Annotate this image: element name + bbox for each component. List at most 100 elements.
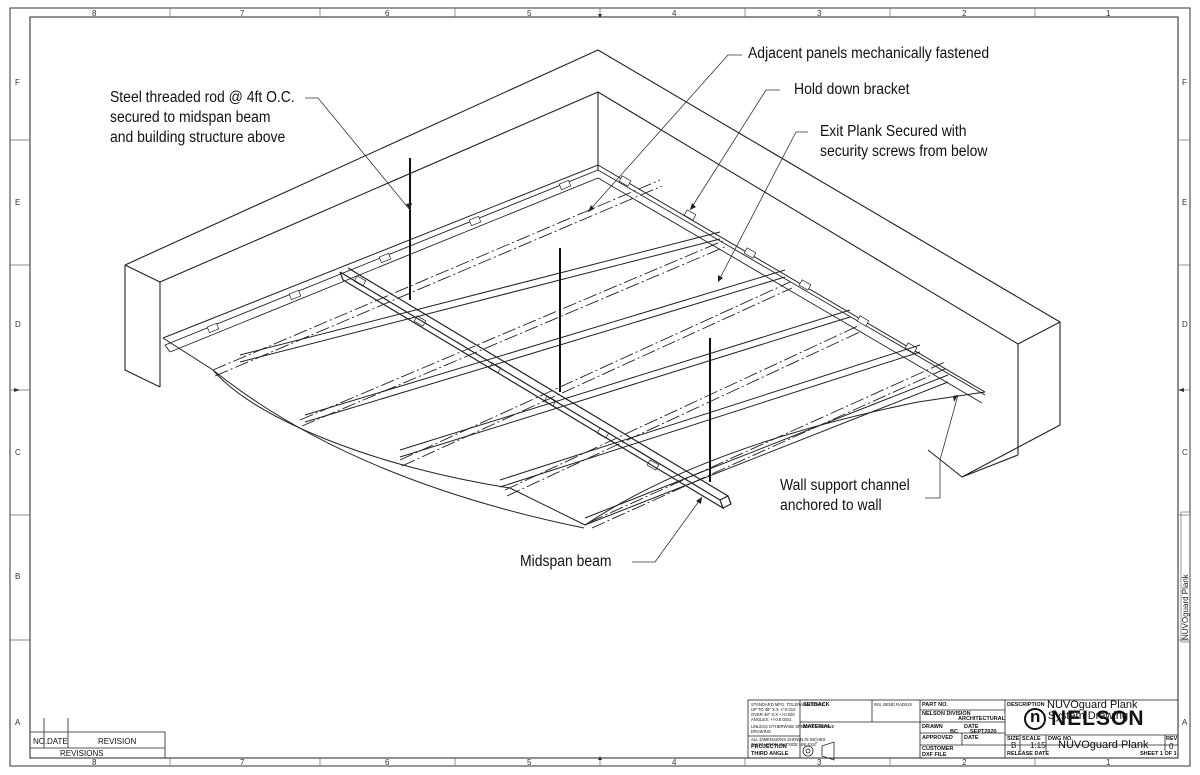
dwg-no-value: NUVOguard Plank: [1058, 739, 1149, 751]
ceiling-plane: [162, 164, 986, 529]
threaded-rods: [409, 158, 711, 482]
zone-bottom-5: 5: [527, 758, 532, 767]
nelson-logo-letter: n: [1030, 707, 1041, 726]
callout-exit-plank: Exit Plank Secured with security screws …: [820, 122, 987, 162]
division-label: NELSON DIVISION: [922, 711, 971, 717]
date-label: DATE: [964, 724, 979, 730]
zone-top-1: 1: [1106, 9, 1111, 18]
callout-line: and building structure above: [110, 129, 286, 146]
description-line: NUVOguard Plank: [1047, 699, 1138, 711]
wall-enclosure: [124, 49, 1061, 478]
note-line: UNLESS OTHERWISE SPECIFIED ON THE: [751, 724, 835, 729]
callout-hold-down-bracket: Hold down bracket: [794, 81, 910, 98]
note-line: OVER 48" X.X +/-0.020: [751, 712, 795, 717]
rev-value: 0: [1169, 742, 1174, 751]
nelson-logo-text: NELSON: [1051, 707, 1145, 730]
callout-threaded-rod: Steel threaded rod @ 4ft O.C. secured to…: [110, 88, 295, 148]
zone-bottom-4: 4: [672, 758, 677, 767]
zone-top-8: 8: [92, 9, 97, 18]
callout-adjacent-panels: Adjacent panels mechanically fastened: [748, 45, 990, 62]
material-value: -: [815, 738, 818, 747]
zone-bottom-6: 6: [385, 758, 390, 767]
zone-left-A: A: [15, 718, 21, 727]
zone-bottom-3: 3: [817, 758, 822, 767]
projection-label: PROJECTION: [751, 744, 787, 750]
zone-left-D: D: [15, 320, 21, 329]
note-line: STANDARD MFG. TOLERANCES ARE:: [751, 702, 826, 707]
description-line: System Drawing: [1048, 710, 1129, 722]
size-value: B: [1011, 741, 1017, 750]
side-label-box: [1180, 511, 1191, 643]
drawn-label: DRAWN: [922, 724, 943, 730]
callout-line: security screws from below: [820, 143, 988, 160]
release-date-label: RELEASE DATE: [1007, 751, 1050, 757]
zone-bottom-8: 8: [92, 758, 97, 767]
material-label: MATERIAL: [803, 724, 832, 730]
zone-top-7: 7: [240, 9, 245, 18]
zone-left-F: F: [15, 78, 20, 87]
callout-line: Exit Plank Secured with: [820, 123, 967, 140]
callout-line: Wall support channel: [780, 477, 910, 494]
unless-note: UNLESS OTHERWISE SPECIFIED ON THE DRAWIN…: [751, 724, 834, 734]
bend-radius-label: INS. BEND RADIUS: [874, 702, 912, 707]
callout-wall-support-channel: Wall support channel anchored to wall: [780, 476, 910, 516]
zone-top-2: 2: [962, 9, 967, 18]
approved-date-label: DATE: [964, 735, 979, 741]
dwg-no-label: DWG NO.: [1048, 736, 1073, 742]
midspan-beam: [339, 267, 732, 510]
scale-value: 1:15: [1030, 741, 1046, 750]
revisions-table: [30, 718, 166, 758]
callout-line: anchored to wall: [780, 497, 882, 514]
zone-top-5: 5: [527, 9, 532, 18]
description-value: NUVOguard Plank System Drawing: [1047, 700, 1138, 722]
zone-left-E: E: [15, 198, 21, 207]
note-line: ANGLES: +/-0.5 DEG.: [751, 717, 793, 722]
note-line: UP TO 48" X.X +/-0.010: [751, 707, 796, 712]
approved-label: APPROVED: [922, 735, 953, 741]
zone-bottom-7: 7: [240, 758, 245, 767]
zone-ticks: [10, 8, 1190, 766]
revisions-header-no: NO.: [33, 737, 48, 746]
zone-bottom-1: 1: [1106, 758, 1111, 767]
callout-line: Steel threaded rod @ 4ft O.C.: [110, 89, 295, 106]
third-angle-label: THIRD ANGLE: [751, 751, 789, 757]
inner-border: [29, 16, 1179, 759]
tolerances-note: STANDARD MFG. TOLERANCES ARE: UP TO 48" …: [751, 702, 825, 722]
dimensions-note: ALL DIMENSIONS SHOWN IN INCHES TAKEN FRO…: [751, 737, 826, 747]
callout-line: secured to midspan beam: [110, 109, 271, 126]
note-line: ALL DIMENSIONS SHOWN IN INCHES: [751, 737, 826, 742]
zone-top-4: 4: [672, 9, 677, 18]
description-label: DESCRIPTION: [1007, 702, 1045, 708]
panel-joints: [212, 179, 948, 529]
leader-arrowheads: [406, 203, 958, 504]
revisions-header-date: DATE: [47, 737, 68, 746]
setback-label: SETBACK: [803, 702, 830, 708]
zone-bottom-2: 2: [962, 758, 967, 767]
note-line: TAKEN FROM OUTSIDE UNLESS: [751, 742, 816, 747]
zone-right-F: F: [1182, 78, 1187, 87]
zone-left-C: C: [15, 448, 21, 457]
note-line: DRAWING: [751, 729, 772, 734]
callout-midspan-beam: Midspan beam: [520, 553, 612, 570]
division-value: ARCHITECTURAL: [958, 716, 1006, 722]
date-value: SEPT2020: [970, 729, 997, 735]
scale-label: SCALE: [1022, 736, 1041, 742]
rev-label: REV: [1166, 736, 1178, 742]
customer-label: CUSTOMER: [922, 746, 954, 752]
sheet-label: SHEET 1 OF 1: [1140, 751, 1177, 757]
zone-left-B: B: [15, 572, 21, 581]
zone-right-A: A: [1182, 718, 1188, 727]
side-label: NUVOguard Plank: [1181, 573, 1190, 640]
revisions-header-revision: REVISION: [98, 737, 137, 746]
size-label: SIZE: [1007, 736, 1020, 742]
leader-lines: [305, 54, 959, 563]
zone-top-6: 6: [385, 9, 390, 18]
drawn-value: BC: [950, 729, 958, 735]
dxf-file-label: DXF FILE: [922, 752, 947, 758]
part-no-label: PART NO.: [922, 702, 948, 708]
third-angle-projection-symbol: [802, 741, 835, 761]
revisions-footer: REVISIONS: [60, 749, 104, 758]
nelson-logo-mark: [1024, 708, 1046, 730]
zone-right-D: D: [1182, 320, 1188, 329]
